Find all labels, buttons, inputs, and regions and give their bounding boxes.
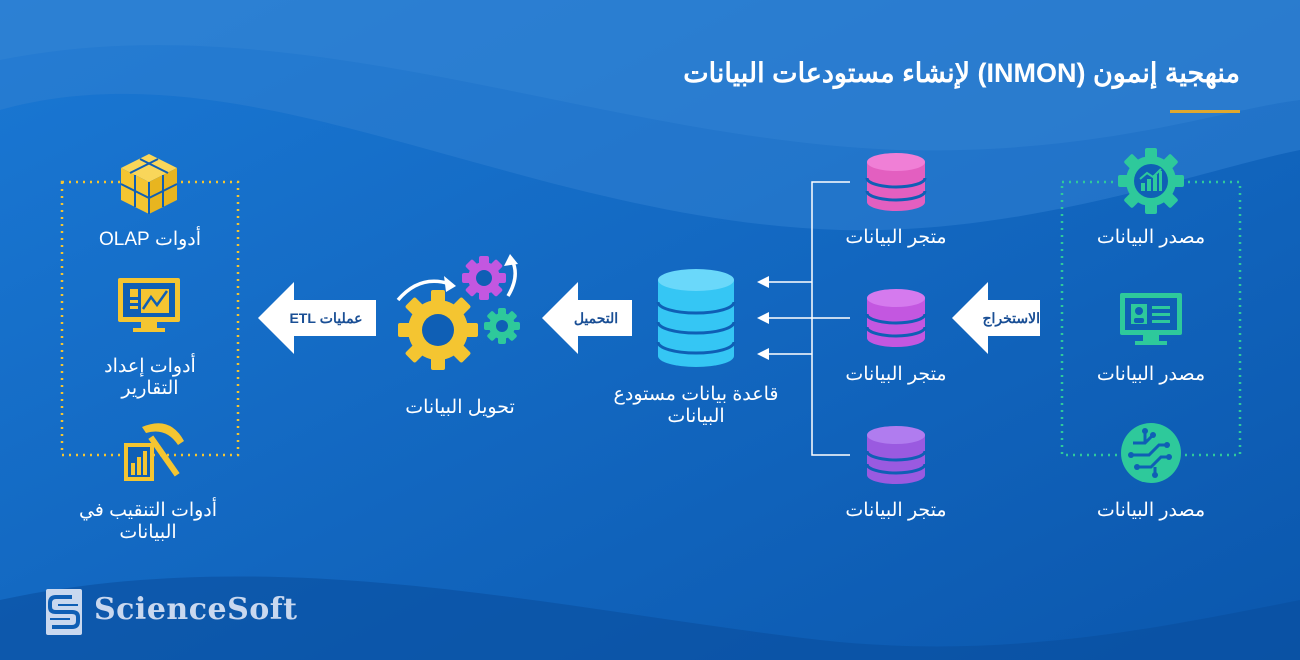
source-label: مصدر البيانات [1096,364,1206,385]
warehouse-label: قاعدة بيانات مستودع البيانات [613,384,779,427]
sciencesoft-logo-icon [46,589,82,635]
extract-arrow [952,282,1040,354]
extract-arrow-label: الاستخراج [982,310,1040,326]
store-label: متجر البيانات [845,364,947,385]
source-label: مصدر البيانات [1096,500,1206,521]
database-purple-icon [865,426,927,484]
transform-label: تحويل البيانات [405,397,515,418]
olap-tools-label: أدوات OLAP [98,229,202,250]
report-monitor-icon [118,278,180,332]
load-arrow [542,282,632,354]
load-arrow-label: التحميل [573,310,619,326]
olap-cube-icon [120,154,178,214]
store-label: متجر البيانات [845,500,947,521]
page-title: منهجية إنمون (INMON) لإنشاء مستودعات الب… [683,58,1240,88]
database-cyan-icon [656,269,736,367]
data-mining-tools-label: أدوات التنقيب في البيانات [78,500,218,543]
database-pink-icon [865,153,927,211]
database-magenta-icon [865,289,927,347]
monitor-profile-icon [1120,293,1182,345]
circuit-chip-icon [1121,423,1181,483]
gear-chart-icon [1118,148,1184,214]
store-connectors [765,181,850,456]
title-underline [1170,110,1240,113]
connector-arrowheads [757,276,769,360]
sciencesoft-logo-text: ScienceSoft [94,592,298,627]
etl-arrow-label: عمليات ETL [289,310,363,326]
source-label: مصدر البيانات [1096,227,1206,248]
gears-cycle-icon [396,254,520,370]
reporting-tools-label: أدوات إعداد التقارير [104,356,196,399]
etl-arrow [258,282,376,354]
mining-chart-icon [124,423,184,481]
store-label: متجر البيانات [845,227,947,248]
